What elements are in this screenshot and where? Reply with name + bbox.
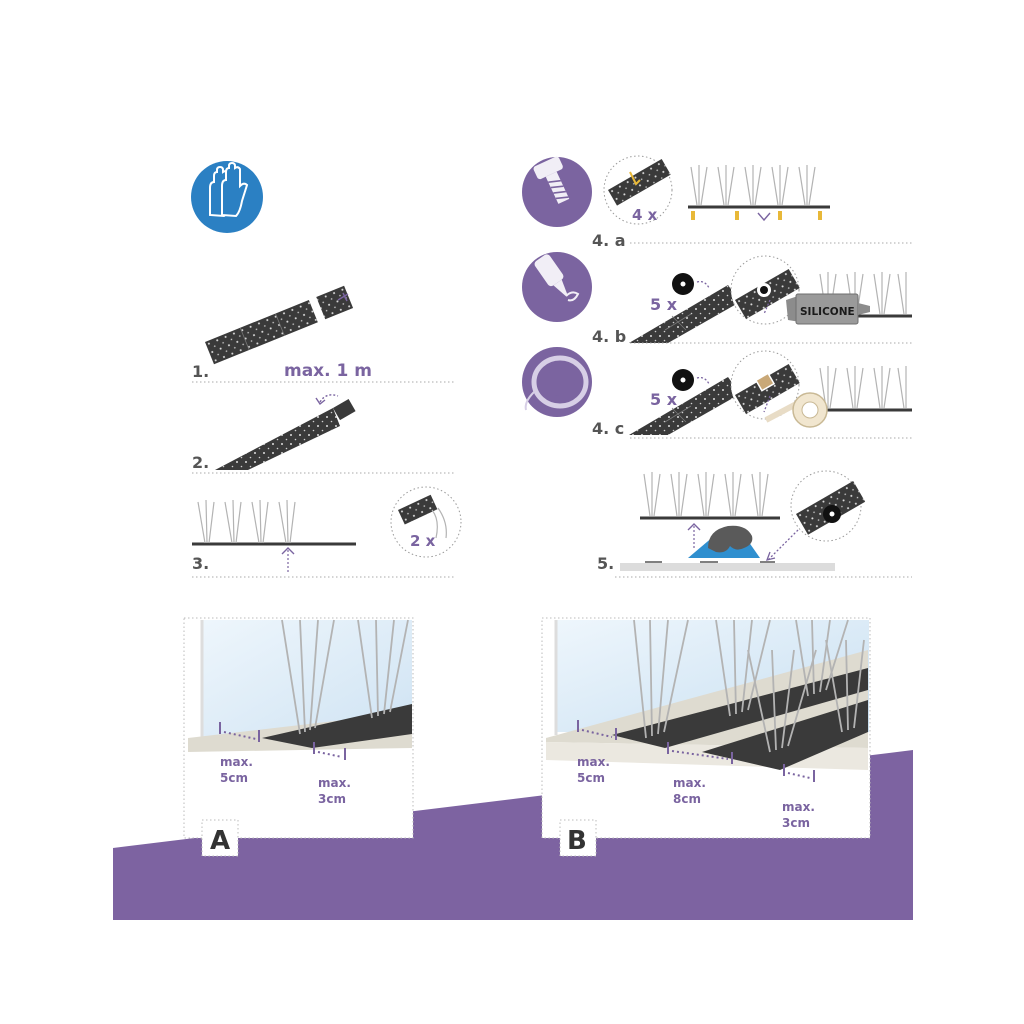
cleaning-hand bbox=[708, 525, 753, 553]
surface-ledge bbox=[620, 563, 835, 571]
silicone-gun-icon bbox=[522, 252, 592, 322]
gap-label-left-line1: max. bbox=[220, 755, 253, 769]
step-5-number: 5. bbox=[597, 554, 614, 573]
step-5-detail-circle bbox=[790, 470, 866, 542]
step-3-count: 2 x bbox=[410, 532, 436, 550]
scene-a-letter: A bbox=[210, 826, 230, 856]
gap-label-mid-line2: 8cm bbox=[673, 792, 701, 806]
spike-strip bbox=[262, 704, 412, 748]
spike-row bbox=[633, 619, 865, 753]
step-5: 5. bbox=[597, 470, 912, 578]
spike-row bbox=[281, 619, 409, 735]
screw-icon bbox=[522, 156, 592, 227]
window-ledge bbox=[546, 650, 868, 748]
step-3-number: 3. bbox=[192, 554, 209, 573]
scene-a: max. 5cm max. 3cm A bbox=[183, 617, 414, 857]
step-4b-count: 5 x bbox=[650, 295, 678, 314]
scene-b-badge bbox=[559, 819, 597, 857]
step-4a-detail-circle: 4 x bbox=[603, 155, 673, 225]
step-1-number: 1. bbox=[192, 362, 209, 381]
step-4c-number: 4. c bbox=[592, 419, 624, 438]
step-4b-number: 4. b bbox=[592, 327, 626, 346]
tape-roll-icon bbox=[522, 347, 592, 417]
silicone-label: SILICONE bbox=[800, 306, 855, 318]
step-4b-detail-circle bbox=[730, 255, 800, 325]
gap-markers bbox=[219, 722, 346, 760]
spike-strip-front bbox=[702, 700, 868, 770]
gloves-icon bbox=[191, 161, 263, 233]
gap-label-left-line1: max. bbox=[577, 755, 610, 769]
screws bbox=[691, 211, 822, 220]
gap-label-left-line2: 5cm bbox=[577, 771, 605, 785]
scene-b: max. 5cm max. 8cm max. 3cm B bbox=[541, 617, 871, 857]
step-1-note: max. 1 m bbox=[284, 361, 372, 381]
scene-a-badge bbox=[201, 819, 239, 857]
gap-label-right-line2: 3cm bbox=[782, 816, 810, 830]
step-4a: 4 x 4. a bbox=[522, 155, 912, 250]
step-4c: 5 x 4. c bbox=[522, 347, 912, 439]
step-4a-number: 4. a bbox=[592, 231, 626, 250]
silicone-tube: SILICONE bbox=[786, 293, 870, 325]
step-4a-count: 4 x bbox=[632, 206, 658, 224]
step-3: 2 x 3. bbox=[192, 486, 462, 578]
spike-row bbox=[643, 472, 769, 517]
step-1: 1. max. 1 m bbox=[192, 285, 455, 383]
tape-roll bbox=[764, 392, 828, 428]
step-2-number: 2. bbox=[192, 453, 209, 472]
step-4c-count: 5 x bbox=[650, 390, 678, 409]
step-4b: 5 x SILICONE 4. b bbox=[522, 252, 912, 346]
scene-b-letter: B bbox=[567, 826, 587, 856]
spike-row bbox=[197, 499, 296, 544]
spike-row bbox=[819, 366, 907, 409]
gap-label-left-line2: 5cm bbox=[220, 771, 248, 785]
spike-row bbox=[690, 165, 816, 206]
gap-label-right-line1: max. bbox=[318, 776, 351, 790]
gap-label-right-line2: 3cm bbox=[318, 792, 346, 806]
gap-label-mid-line1: max. bbox=[673, 776, 706, 790]
step-2: 2. bbox=[192, 394, 455, 474]
gap-label-right-line1: max. bbox=[782, 800, 815, 814]
step-3-detail-circle: 2 x bbox=[390, 486, 462, 558]
gap-markers bbox=[577, 720, 815, 782]
step-4c-detail-circle bbox=[730, 350, 800, 420]
